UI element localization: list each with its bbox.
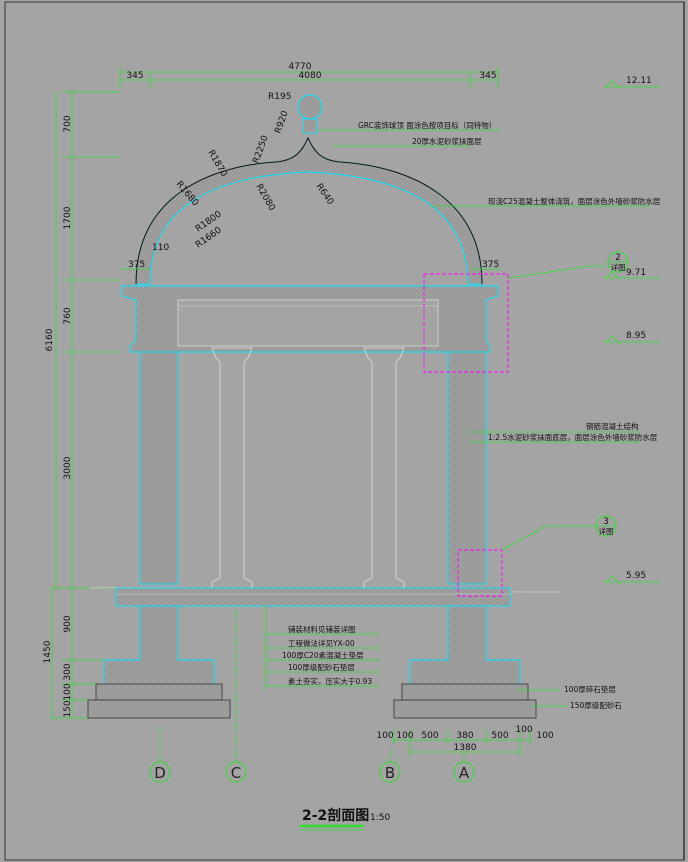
dim-left-seg-7: 100 — [63, 683, 73, 700]
dim-left-seg-2: 760 — [63, 307, 73, 324]
radius-2: R2250 — [251, 134, 270, 165]
dome-outer-line — [135, 136, 483, 285]
dim-top-right: 345 — [479, 71, 496, 81]
leader-lines — [265, 129, 650, 707]
dim-top-left: 345 — [126, 71, 143, 81]
bottom-dimensions — [392, 730, 531, 756]
drawing-scale: 1:50 — [370, 813, 390, 823]
detail-marker-3: 3 详图 — [595, 515, 617, 537]
grid-axis-b: B — [385, 764, 395, 782]
grid-axis-d: D — [154, 764, 166, 782]
elevation-marks — [604, 80, 660, 583]
dim-side-right: 375 — [482, 260, 499, 270]
elevation-1: 9.71 — [626, 268, 646, 278]
drawing-frame — [4, 1, 685, 861]
note-column-finish: 1:2.5水泥砂浆抹面底层，面层涂色外墙砂浆防水层 — [488, 432, 658, 442]
dim-bottom-4: 500 — [491, 731, 508, 741]
dim-bottom-5: 100 — [515, 725, 532, 735]
grid-axis-bubbles — [149, 761, 475, 783]
dim-left-total: 6160 — [45, 328, 55, 351]
entablature — [121, 285, 499, 353]
detail-box-2 — [423, 273, 509, 373]
finial-ball — [297, 94, 323, 120]
dim-left-seg-8: 150 — [63, 700, 73, 717]
annotation-notes: GRC装饰球顶 面涂色按项目标（同特物） 20厚水泥砂浆抹面层 现浇C25混凝土… — [282, 120, 661, 710]
dim-left-seg-0: 700 — [63, 115, 73, 132]
dim-bottom-6: 100 — [536, 731, 553, 741]
radius-5: R640 — [314, 182, 336, 207]
elevation-columns — [211, 347, 405, 589]
left-footing-gravel — [95, 683, 223, 701]
floor-slab — [89, 587, 561, 607]
note-floor-0: 铺装材料见铺装详图 — [288, 624, 356, 634]
note-footing-bottom: 150厚级配砂石 — [570, 700, 622, 710]
finial-neck — [302, 118, 318, 134]
note-dome-mortar: 20厚水泥砂浆抹面层 — [412, 136, 482, 146]
note-column-struct: 钢筋混凝土结构 — [586, 421, 639, 431]
dome-shell — [135, 136, 483, 285]
note-floor-1: 工程做法详见YX-00 — [288, 638, 355, 648]
dim-bottom-3: 380 — [456, 731, 473, 741]
dim-bottom-0: 100 — [376, 731, 393, 741]
dim-bottom-2: 500 — [421, 731, 438, 741]
elevation-0: 12.11 — [626, 76, 652, 86]
left-dimensions — [50, 91, 120, 719]
elevation-3: 5.95 — [626, 571, 646, 581]
left-section-column — [139, 351, 179, 585]
note-footing-top: 100厚碎石垫层 — [564, 684, 616, 694]
note-dome-shell: 现浇C25混凝土整体浇筑，面层涂色外墙砂浆防水层 — [488, 196, 661, 206]
dim-top-inner: 4080 — [299, 71, 322, 81]
detail-marker-2-label: 详图 — [611, 262, 626, 272]
grid-axis-c: C — [231, 764, 241, 782]
note-floor-4: 素土夯实，压实大于0.93 — [288, 676, 372, 686]
right-footing-gravel — [401, 683, 529, 701]
dim-bottom-total: 1380 — [454, 743, 477, 753]
left-footing — [103, 605, 215, 685]
dim-left-seg-4: 900 — [63, 615, 73, 632]
note-floor-3: 100厚级配砂石垫层 — [288, 662, 355, 672]
note-finial: GRC装饰球顶 面涂色按项目标（同特物） — [358, 120, 496, 130]
dim-left-seg-5: 1450 — [43, 640, 53, 663]
grid-axis-lines — [159, 610, 465, 762]
radius-9: 110 — [152, 243, 169, 253]
bottom-dimension-labels: 100 100 500 380 500 100 100 1380 — [376, 725, 553, 753]
detail-marker-2: 2 详图 — [607, 251, 629, 273]
right-footing-sand — [393, 699, 537, 719]
dim-left-seg-1: 1700 — [63, 206, 73, 229]
detail-marker-3-label: 详图 — [599, 526, 614, 536]
dome — [135, 94, 483, 285]
grid-axis-a: A — [459, 764, 470, 782]
left-footing-sand — [87, 699, 231, 719]
dim-left-seg-3: 3000 — [63, 456, 73, 479]
floor-slab-body — [115, 587, 511, 607]
top-dimensions — [119, 66, 499, 88]
right-footing — [409, 605, 521, 685]
footings — [87, 605, 537, 719]
radius-1: R920 — [273, 109, 291, 135]
radius-4: R2080 — [253, 183, 276, 213]
detail-box-3 — [457, 549, 503, 597]
drawing-title: 2-2剖面图 — [302, 807, 369, 824]
detail-boxes — [423, 273, 509, 597]
detail-marker-2-number: 2 — [615, 253, 621, 263]
dim-left-seg-6: 300 — [63, 663, 73, 680]
elevation-2: 8.95 — [626, 331, 646, 341]
radius-0: R195 — [268, 92, 291, 102]
section-columns — [139, 351, 487, 585]
left-dimension-labels: 6160 700 1700 760 3000 900 1450 300 100 … — [43, 115, 73, 717]
detail-marker-3-number: 3 — [603, 517, 609, 527]
note-floor-2: 100厚C20素混凝土垫层 — [282, 650, 364, 660]
right-section-column — [447, 351, 487, 585]
dim-bottom-1: 100 — [396, 731, 413, 741]
entablature-opening — [177, 299, 439, 347]
dim-side-left: 375 — [128, 260, 145, 270]
dim-top-total: 4770 — [289, 62, 312, 72]
